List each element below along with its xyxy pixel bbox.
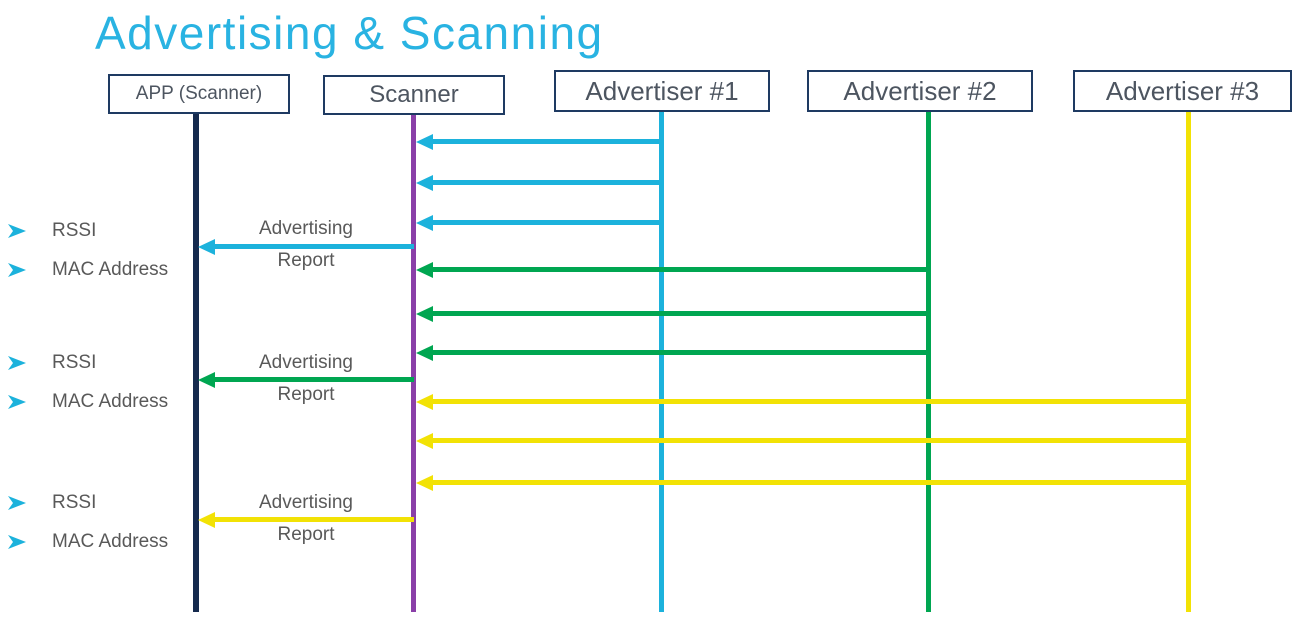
note-rssi-3: RSSI [8, 492, 96, 514]
actor-label-advertiser-1: Advertiser #1 [585, 75, 739, 106]
actor-label-scanner: Scanner [369, 81, 459, 108]
lifeline-app [193, 114, 199, 612]
arrowhead-icon [416, 175, 433, 191]
lifeline-advertiser-2 [926, 112, 931, 612]
lifeline-scanner [411, 115, 416, 612]
report-label-2-line2: Report [277, 384, 335, 405]
adv2-packet-arrow-1 [416, 262, 929, 278]
actor-label-app: APP (Scanner) [135, 83, 263, 104]
report-label-2-line1: Advertising [259, 352, 353, 373]
lifeline-advertiser-3 [1186, 112, 1191, 612]
adv2-packet-arrow-3 [416, 345, 929, 361]
bullet-arrow-icon [8, 355, 28, 371]
arrowhead-icon [198, 512, 215, 528]
bullet-arrow-icon [8, 394, 28, 410]
report-label-1-line2: Report [277, 250, 335, 271]
slide-title: Advertising & Scanning [95, 7, 604, 59]
actor-box-scanner: Scanner [323, 75, 505, 115]
report-arrow-3 [198, 512, 414, 528]
adv2-packet-arrow-2 [416, 306, 929, 322]
actor-box-app: APP (Scanner) [108, 74, 290, 114]
note-label: MAC Address [52, 391, 169, 412]
actor-label-advertiser-2: Advertiser #2 [843, 75, 997, 106]
report-arrow-1 [198, 239, 414, 255]
arrowhead-icon [198, 372, 215, 388]
note-label: RSSI [52, 492, 97, 513]
arrowhead-icon [416, 134, 433, 150]
arrowhead-icon [416, 262, 433, 278]
report-label-3-line1: Advertising [259, 492, 353, 513]
note-mac-2: MAC Address [8, 391, 168, 413]
bullet-arrow-icon [8, 495, 28, 511]
report-label-1-line1: Advertising [259, 218, 353, 239]
report-arrow-2 [198, 372, 414, 388]
note-rssi-2: RSSI [8, 352, 96, 374]
actor-box-advertiser-2: Advertiser #2 [807, 70, 1033, 112]
bullet-arrow-icon [8, 262, 28, 278]
adv1-packet-arrow-3 [416, 215, 662, 231]
arrowhead-icon [416, 394, 433, 410]
adv1-packet-arrow-1 [416, 134, 662, 150]
bullet-arrow-icon [8, 534, 28, 550]
arrowhead-icon [416, 215, 433, 231]
bullet-arrow-icon [8, 223, 28, 239]
arrowhead-icon [416, 433, 433, 449]
adv3-packet-arrow-1 [416, 394, 1189, 410]
note-label: MAC Address [52, 531, 169, 552]
note-label: RSSI [52, 220, 97, 241]
arrowhead-icon [416, 475, 433, 491]
arrowhead-icon [416, 306, 433, 322]
note-rssi-1: RSSI [8, 220, 96, 242]
actor-box-advertiser-1: Advertiser #1 [554, 70, 770, 112]
adv3-packet-arrow-3 [416, 475, 1189, 491]
arrowhead-icon [416, 345, 433, 361]
report-label-3-line2: Report [277, 524, 335, 545]
lifeline-advertiser-1 [659, 112, 664, 612]
actor-label-advertiser-3: Advertiser #3 [1105, 75, 1260, 106]
note-label: MAC Address [52, 259, 169, 280]
arrowhead-icon [198, 239, 215, 255]
adv3-packet-arrow-2 [416, 433, 1189, 449]
note-mac-1: MAC Address [8, 259, 168, 281]
adv1-packet-arrow-2 [416, 175, 662, 191]
note-label: RSSI [52, 352, 97, 373]
actor-box-advertiser-3: Advertiser #3 [1073, 70, 1292, 112]
note-mac-3: MAC Address [8, 531, 168, 553]
